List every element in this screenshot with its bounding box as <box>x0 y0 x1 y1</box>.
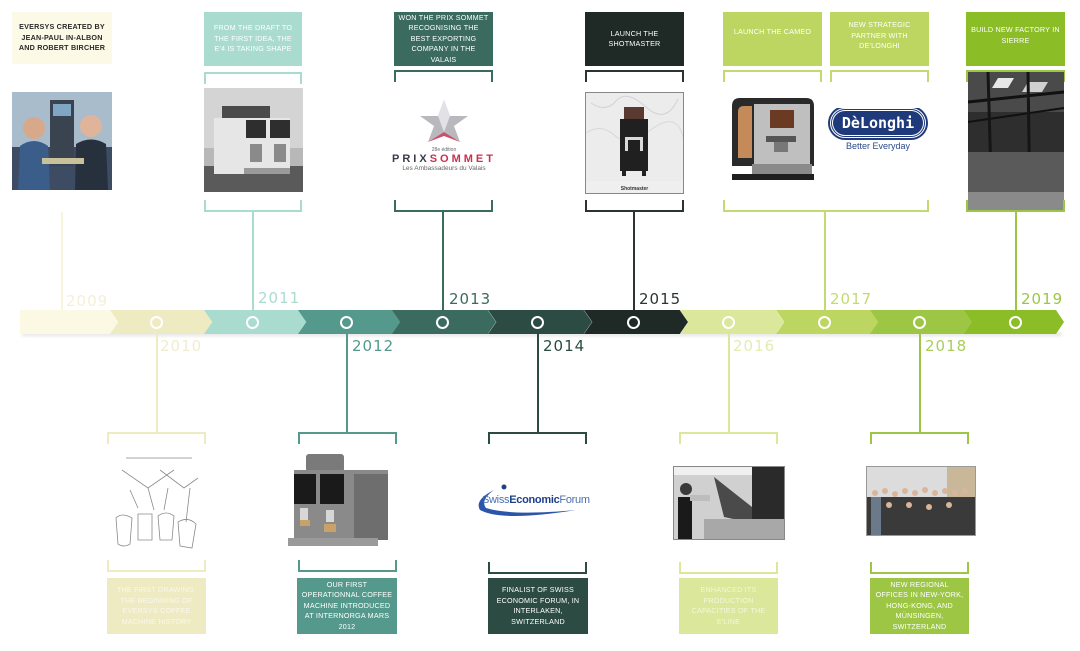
caption-2010: The first drawing, the beginning of Ever… <box>107 578 206 634</box>
cameo-machine-photo <box>726 96 820 184</box>
year-label-2019: 2019 <box>1021 290 1064 308</box>
connector-2010 <box>156 330 158 432</box>
prix-sommet-tagline: Les Ambassadeurs du Valais <box>402 165 486 172</box>
founders-photo <box>12 92 112 190</box>
bracket-2014-top <box>488 432 587 444</box>
bracket-2016-bottom <box>679 562 778 574</box>
year-label-2017: 2017 <box>830 290 873 308</box>
caption-2019: Build new factory in Sierre <box>966 12 1065 66</box>
prix-sommet-logo: 28e édition PRIXSOMMET Les Ambassadeurs … <box>388 96 500 176</box>
caption-2013: Won the Prix Sommet recognising the best… <box>394 12 493 66</box>
e4-prototype-photo <box>204 88 303 192</box>
connector-2019 <box>1015 212 1017 316</box>
caption-2016: Enhanced its production capacities of th… <box>679 578 778 634</box>
connector-2011 <box>252 212 254 316</box>
sef-forum: Forum <box>559 494 590 506</box>
year-label-2013: 2013 <box>449 290 492 308</box>
shotmaster-label: Shotmaster <box>620 186 649 192</box>
bracket-2018-top <box>870 432 969 444</box>
year-label-2018: 2018 <box>925 337 968 355</box>
prix-sommet-edition: 28e édition <box>431 147 457 153</box>
connector-2009 <box>61 212 63 310</box>
production-photo <box>673 466 785 540</box>
bracket-2010-top <box>107 432 206 444</box>
bracket-2017-delonghi-top <box>830 70 929 82</box>
timeline-segment-2009 <box>20 310 124 334</box>
prix-sommet-wordmark: PRIXSOMMET <box>388 153 500 165</box>
bracket-2019-bottom <box>966 200 1065 212</box>
delonghi-tagline: Better Everyday <box>845 141 911 151</box>
caption-2014: Finalist of Swiss Economic Forum, in Int… <box>488 578 588 634</box>
shotmaster-photo: Shotmaster <box>585 92 684 194</box>
connector-2018 <box>919 330 921 432</box>
timeline-node-2013[interactable] <box>436 316 449 329</box>
bracket-2014-bottom <box>488 562 587 574</box>
timeline-node-2016[interactable] <box>722 316 735 329</box>
sef-swiss: Swiss <box>482 494 510 506</box>
delonghi-logo: DèLonghi Better Everyday <box>828 108 928 160</box>
bracket-2016-top <box>679 432 778 444</box>
caption-2011: From the draft to the first idea, the E'… <box>204 12 302 66</box>
connector-2014 <box>537 330 539 432</box>
year-label-2011: 2011 <box>258 289 301 307</box>
team-photo <box>866 466 976 536</box>
timeline-node-2010[interactable] <box>150 316 163 329</box>
year-label-2010: 2010 <box>160 337 203 355</box>
bracket-2015-bottom <box>585 200 684 212</box>
year-label-2012: 2012 <box>352 337 395 355</box>
bracket-2010-bottom <box>107 560 206 572</box>
bracket-2012-bottom <box>298 560 397 572</box>
bracket-2013-bottom <box>394 200 493 212</box>
prix-text: PRIX <box>392 153 430 165</box>
bracket-2017-bottom <box>723 200 929 212</box>
bracket-2011-bottom <box>204 200 302 212</box>
timeline-node-2018[interactable] <box>913 316 926 329</box>
timeline-node-2017[interactable] <box>818 316 831 329</box>
bracket-2017-cameo-top <box>723 70 822 82</box>
connector-2017 <box>824 212 826 316</box>
bracket-2018-bottom <box>870 562 969 574</box>
bracket-2012-top <box>298 432 397 444</box>
timeline-shadow <box>22 333 1062 337</box>
bracket-2011-top <box>204 72 302 84</box>
caption-2018: New regional offices in New-York, Hong-K… <box>870 578 969 634</box>
connector-2013 <box>442 212 444 316</box>
year-label-2016: 2016 <box>733 337 776 355</box>
year-label-2014: 2014 <box>543 337 586 355</box>
bracket-2013-top <box>394 70 493 82</box>
sommet-text: SOMMET <box>429 153 496 165</box>
timeline-node-2012[interactable] <box>340 316 353 329</box>
swiss-economic-forum-logo: SwissEconomicForum <box>472 482 608 522</box>
star-icon <box>420 100 468 142</box>
coffee-machine-photo <box>288 450 398 558</box>
caption-2017-cameo: Launch the Cameo <box>723 12 822 66</box>
caption-2012: Our first operationnal coffee machine in… <box>297 578 397 634</box>
connector-2015 <box>633 212 635 316</box>
timeline-node-2011[interactable] <box>246 316 259 329</box>
factory-photo <box>968 72 1064 210</box>
connector-2016 <box>728 330 730 432</box>
bracket-2019-top <box>966 70 1065 82</box>
year-label-2009: 2009 <box>66 292 109 310</box>
caption-2009: Eversys created by Jean-Paul In-Albon an… <box>12 12 112 64</box>
caption-2015: Launch the Shotmaster <box>585 12 684 66</box>
swoosh-icon <box>478 484 576 516</box>
delonghi-wordmark: DèLonghi <box>830 108 926 138</box>
caption-2017-delonghi: New strategic partner with De'Longhi <box>830 12 929 66</box>
timeline-node-2015[interactable] <box>627 316 640 329</box>
sketch-drawing <box>108 448 204 554</box>
connector-2012 <box>346 330 348 432</box>
timeline-node-2019[interactable] <box>1009 316 1022 329</box>
bracket-2015-top <box>585 70 684 82</box>
timeline-node-2014[interactable] <box>531 316 544 329</box>
sef-economic: Economic <box>509 494 560 506</box>
sef-wordmark: SwissEconomicForum <box>482 494 590 506</box>
year-label-2015: 2015 <box>639 290 682 308</box>
